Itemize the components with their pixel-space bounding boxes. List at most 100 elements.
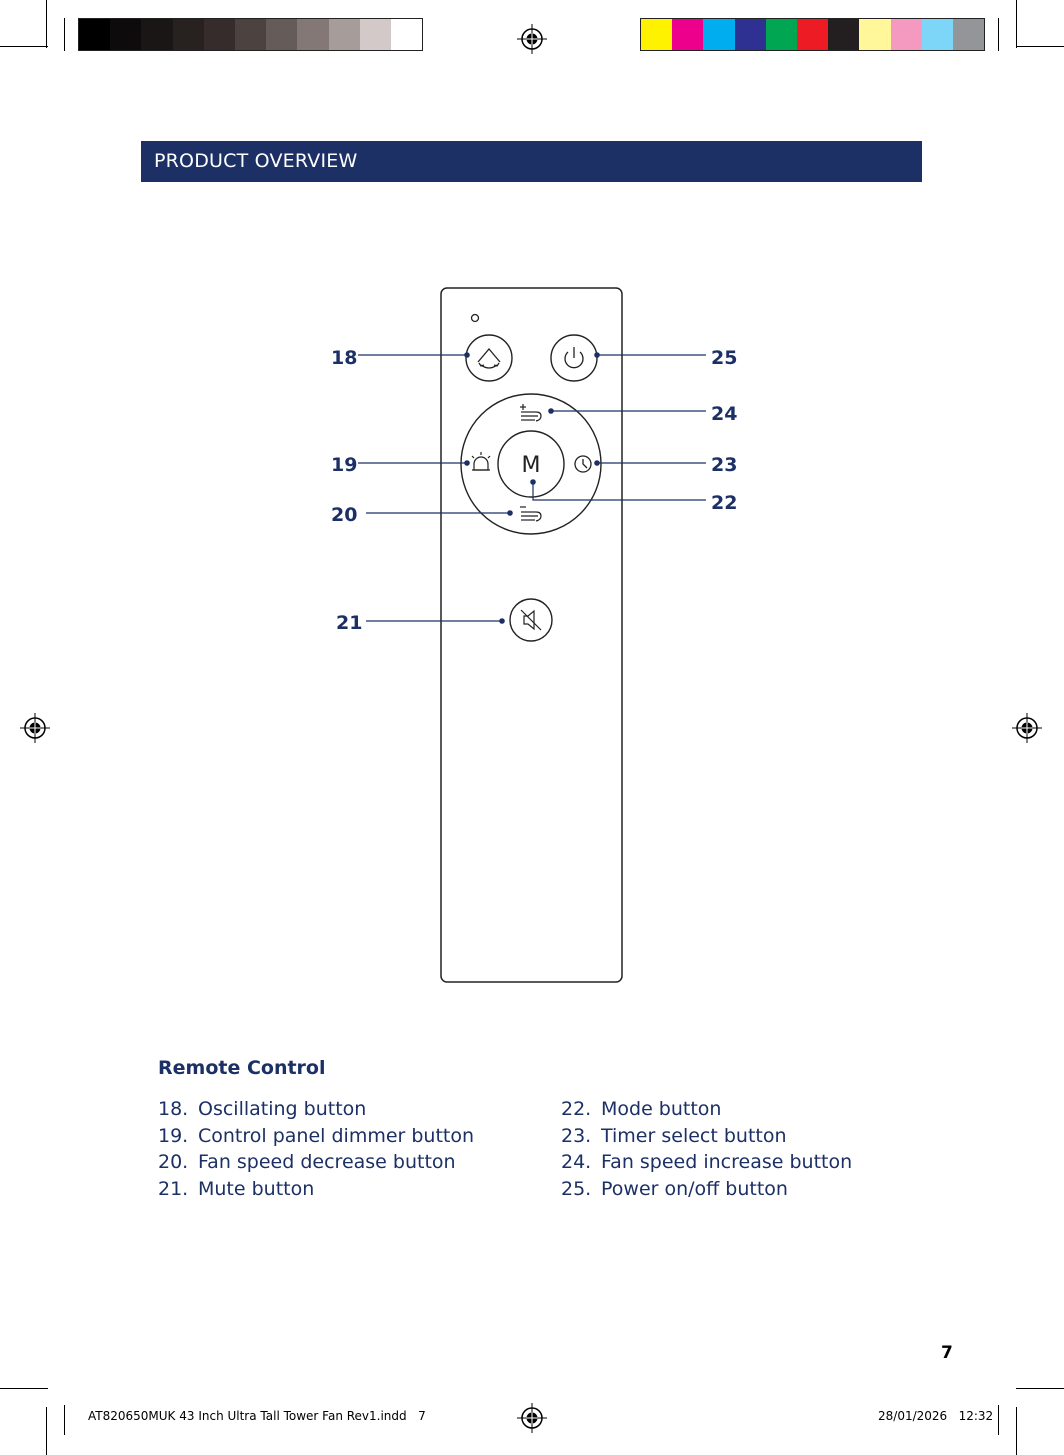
- crop-mark: [46, 1407, 47, 1455]
- legend-item: 25. Power on/off button: [561, 1176, 852, 1203]
- crop-mark: [64, 18, 65, 51]
- crop-mark: [1016, 1388, 1064, 1389]
- crop-mark: [1016, 1407, 1017, 1455]
- color-swatch: [141, 19, 173, 50]
- color-swatch: [110, 19, 142, 50]
- footer-file-info: AT820650MUK 43 Inch Ultra Tall Tower Fan…: [88, 1409, 426, 1423]
- leader-dot: [548, 408, 554, 414]
- crop-mark: [1016, 0, 1017, 48]
- speed-increase-button[interactable]: [520, 404, 542, 422]
- color-swatch: [734, 19, 766, 50]
- color-swatch: [703, 19, 735, 50]
- crop-mark: [1016, 46, 1064, 47]
- callout-number: 24: [711, 403, 737, 425]
- ir-led-indicator: [470, 313, 480, 323]
- timer-icon: [574, 455, 592, 473]
- color-swatch: [359, 19, 391, 50]
- crop-mark: [64, 1405, 65, 1435]
- leader-dot: [464, 352, 470, 358]
- leader-dot: [594, 460, 600, 466]
- legend-item: 19. Control panel dimmer button: [158, 1123, 474, 1150]
- page-title: PRODUCT OVERVIEW: [154, 150, 358, 172]
- remote-control-diagram: M: [331, 287, 737, 983]
- oscillate-icon: [477, 347, 501, 369]
- leader-line: [532, 482, 706, 501]
- color-swatch: [266, 19, 298, 50]
- color-swatch: [234, 19, 267, 50]
- callout-number: 23: [711, 454, 737, 476]
- crop-mark: [0, 1388, 48, 1389]
- legend-label: Mode button: [601, 1098, 722, 1120]
- color-swatch: [672, 19, 704, 50]
- page-number: 7: [941, 1343, 953, 1363]
- color-swatch: [390, 19, 423, 50]
- color-swatch: [297, 19, 329, 50]
- legend-item: 22. Mode button: [561, 1096, 852, 1123]
- legend-number: 25.: [561, 1178, 592, 1201]
- callout-number: 18: [331, 347, 357, 369]
- mute-button[interactable]: [509, 598, 553, 642]
- dimmer-icon: [471, 452, 491, 471]
- grayscale-color-bar: [78, 18, 423, 51]
- leader-dot: [464, 460, 470, 466]
- legend-number: 22.: [561, 1098, 592, 1120]
- legend-label: Control panel dimmer button: [198, 1124, 475, 1147]
- callout-number: 20: [331, 504, 357, 526]
- color-swatch: [79, 19, 111, 50]
- legend-label: Fan speed increase button: [601, 1151, 853, 1174]
- crop-mark: [46, 0, 47, 48]
- color-swatch: [172, 19, 204, 50]
- mode-icon: M: [522, 453, 541, 478]
- timer-button[interactable]: [574, 455, 592, 473]
- legend-number: 23.: [561, 1124, 592, 1147]
- callout-number: 19: [331, 454, 357, 476]
- dimmer-button[interactable]: [471, 452, 491, 471]
- crop-mark: [998, 18, 999, 51]
- oscillate-button[interactable]: [465, 334, 513, 382]
- legend-item: 21. Mute button: [158, 1176, 474, 1203]
- power-icon: [564, 347, 584, 369]
- legend-item: 20.Fan speed decrease button: [158, 1149, 474, 1176]
- power-button[interactable]: [550, 334, 598, 382]
- section-header: PRODUCT OVERVIEW: [141, 141, 922, 182]
- leader-dot: [594, 352, 600, 358]
- speed-decrease-icon: [520, 506, 542, 522]
- registration-mark-icon: [1012, 713, 1042, 743]
- registration-mark-icon: [517, 24, 547, 54]
- color-swatch: [921, 19, 953, 50]
- legend-title: Remote Control: [158, 1057, 326, 1079]
- leader-dot: [530, 479, 536, 485]
- callout-number: 25: [711, 347, 737, 369]
- legend-item: 23. Timer select button: [561, 1123, 852, 1150]
- color-swatch: [328, 19, 360, 50]
- legend-item: 24. Fan speed increase button: [561, 1149, 852, 1176]
- legend-column-left: 18. Oscillating button 19. Control panel d…: [158, 1096, 474, 1203]
- mute-icon: [520, 609, 542, 631]
- crop-mark: [0, 46, 48, 47]
- color-swatch: [890, 19, 922, 50]
- legend-number: 24.: [561, 1151, 592, 1174]
- color-swatch: [859, 19, 891, 50]
- speed-decrease-button[interactable]: [520, 506, 542, 522]
- crop-mark: [998, 1405, 999, 1435]
- legend-label: Oscillating button: [198, 1098, 367, 1120]
- legend-number: 18.: [158, 1098, 189, 1120]
- color-swatch: [828, 19, 860, 50]
- legend-column-right: 22. Mode button 23. Timer select button 24…: [561, 1096, 852, 1203]
- legend-number: 21.: [158, 1178, 189, 1201]
- callout-number: 21: [336, 612, 362, 634]
- legend-number: 20.: [158, 1151, 189, 1174]
- leader-dot: [499, 618, 505, 624]
- legend-label: Timer select button: [601, 1124, 787, 1147]
- color-swatch: [765, 19, 797, 50]
- legend-item: 18. Oscillating button: [158, 1096, 474, 1123]
- color-swatch: [796, 19, 829, 50]
- legend-label: Mute button: [198, 1178, 315, 1201]
- legend-label: Power on/off button: [601, 1178, 788, 1201]
- mode-button[interactable]: M: [497, 430, 565, 498]
- registration-mark-icon: [517, 1403, 547, 1433]
- legend-number: 19.: [158, 1124, 189, 1147]
- callout-number: 22: [711, 492, 737, 514]
- color-swatch: [203, 19, 235, 50]
- process-color-bar: [640, 18, 985, 51]
